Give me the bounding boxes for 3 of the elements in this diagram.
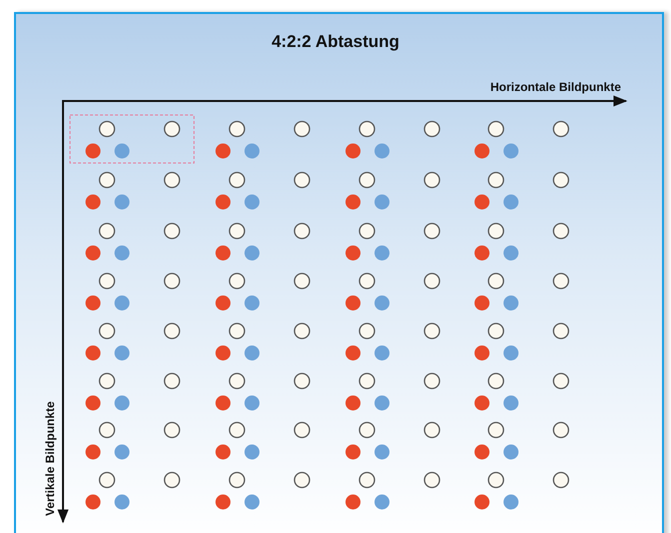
axis-label: Horizontale Bildpunkte xyxy=(490,80,621,94)
axis-label: Vertikale Bildpunkte xyxy=(43,401,57,516)
title: 4:2:2 Abtastung xyxy=(270,32,400,52)
